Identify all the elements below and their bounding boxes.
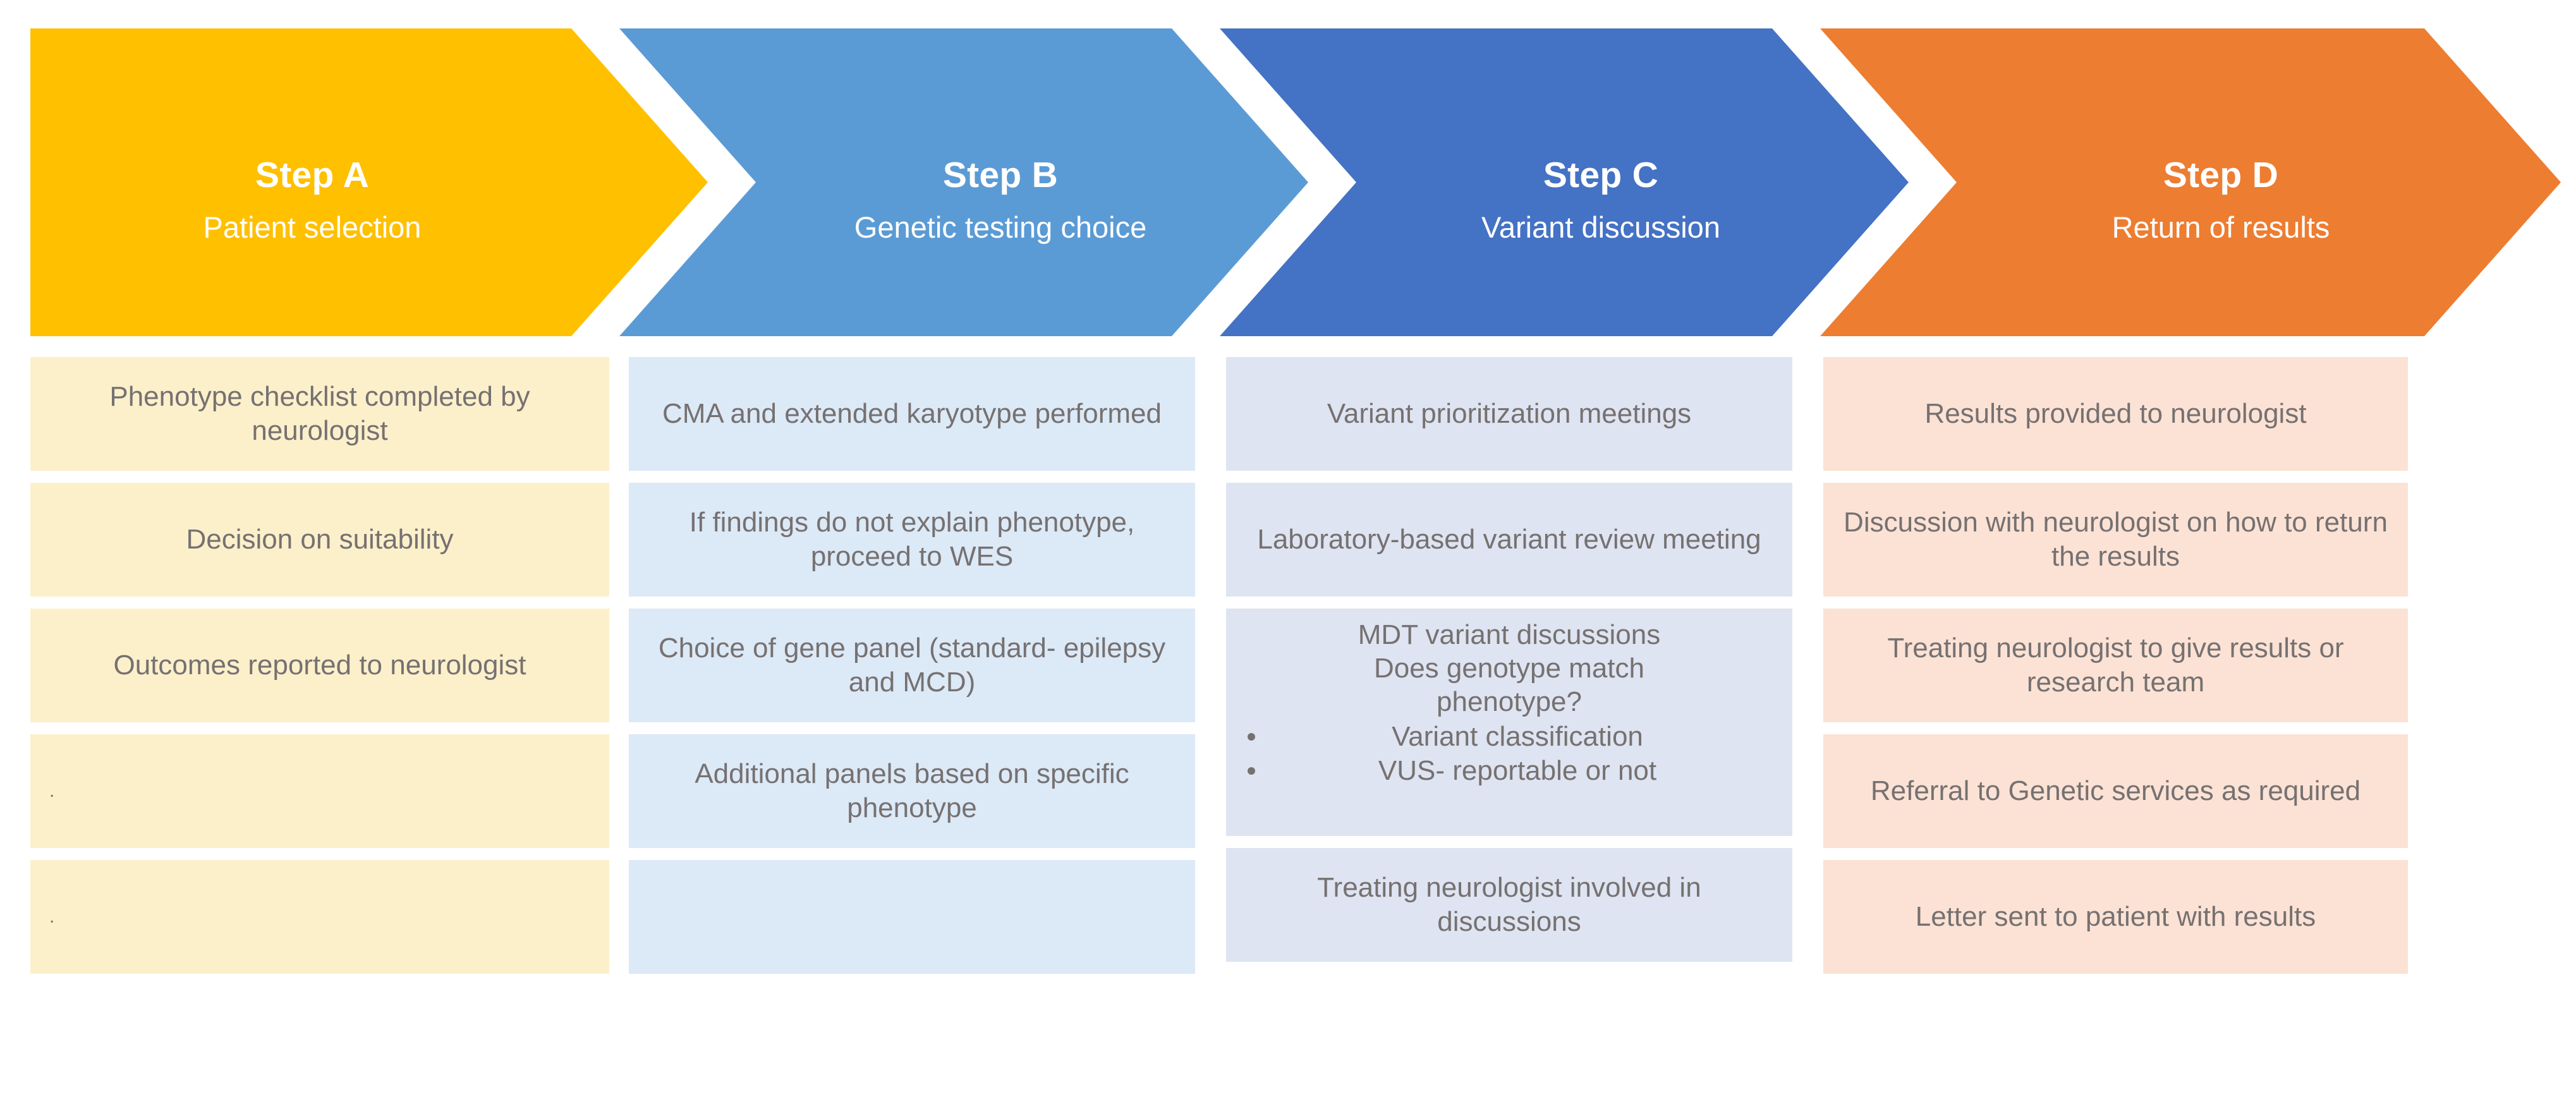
step-a-item-1[interactable]: Phenotype checklist completed by neurolo… (30, 357, 609, 471)
step-d-column: Results provided to neurologist Discussi… (1823, 357, 2408, 986)
step-b-subtitle: Genetic testing choice (854, 210, 1147, 244)
mdt-line-1: MDT variant discussions (1358, 619, 1661, 650)
step-chevron-d[interactable]: Step D Return of results (1820, 28, 2561, 336)
step-d-item-5[interactable]: Letter sent to patient with results (1823, 860, 2408, 974)
step-a-item-2[interactable]: Decision on suitability (30, 483, 609, 597)
step-a-item-5[interactable]: . (30, 860, 609, 974)
step-d-item-3[interactable]: Treating neurologist to give results or … (1823, 609, 2408, 722)
step-d-subtitle: Return of results (2111, 210, 2330, 244)
step-c-item-1[interactable]: Variant prioritization meetings (1226, 357, 1792, 471)
mdt-line-2: Does genotype match (1373, 652, 1645, 684)
step-chevron-b[interactable]: Step B Genetic testing choice (619, 28, 1308, 336)
step-b-item-4[interactable]: Additional panels based on specific phen… (629, 734, 1195, 848)
step-a-subtitle: Patient selection (203, 210, 422, 244)
step-d-item-4[interactable]: Referral to Genetic services as required (1823, 734, 2408, 848)
step-b-item-5[interactable] (629, 860, 1195, 974)
step-b-item-1[interactable]: CMA and extended karyotype performed (629, 357, 1195, 471)
step-c-column: Variant prioritization meetings Laborato… (1226, 357, 1792, 974)
bullet-point-icon (1248, 767, 1255, 775)
mdt-bullet-list: Variant classification VUS- reportable o… (1239, 720, 1780, 787)
step-chevron-c[interactable]: Step C Variant discussion (1220, 28, 1909, 336)
step-c-item-2[interactable]: Laboratory-based variant review meeting (1226, 483, 1792, 597)
step-d-title: Step D (2163, 154, 2279, 195)
step-chevron-d-content: Step D Return of results (1820, 28, 2561, 336)
mdt-line-3: phenotype? (1437, 686, 1582, 717)
step-c-subtitle: Variant discussion (1481, 210, 1720, 244)
step-a-item-3[interactable]: Outcomes reported to neurologist (30, 609, 609, 722)
step-b-title: Step B (942, 154, 1059, 195)
step-c-title: Step C (1543, 154, 1659, 195)
step-chevron-b-content: Step B Genetic testing choice (619, 28, 1308, 336)
step-b-column: CMA and extended karyotype performed If … (629, 357, 1195, 986)
step-chevron-c-content: Step C Variant discussion (1220, 28, 1909, 336)
step-chevron-a[interactable]: Step A Patient selection (30, 28, 708, 336)
step-b-item-2[interactable]: If findings do not explain phenotype, pr… (629, 483, 1195, 597)
step-banner: Step A Patient selection Step B Genetic … (0, 0, 2576, 344)
bullet-point-icon (1248, 733, 1255, 741)
step-c-mdt-item[interactable]: MDT variant discussions Does genotype ma… (1226, 609, 1792, 836)
step-a-item-4[interactable]: . (30, 734, 609, 848)
step-b-item-3[interactable]: Choice of gene panel (standard- epilepsy… (629, 609, 1195, 722)
mdt-bullet-item[interactable]: Variant classification (1239, 720, 1780, 754)
step-a-column: Phenotype checklist completed by neurolo… (30, 357, 609, 986)
step-c-item-last[interactable]: Treating neurologist involved in discuss… (1226, 848, 1792, 962)
step-d-item-1[interactable]: Results provided to neurologist (1823, 357, 2408, 471)
step-a-title: Step A (255, 154, 370, 195)
mdt-bullet-item[interactable]: VUS- reportable or not (1239, 754, 1780, 788)
step-chevron-a-content: Step A Patient selection (30, 28, 708, 336)
step-d-item-2[interactable]: Discussion with neurologist on how to re… (1823, 483, 2408, 597)
